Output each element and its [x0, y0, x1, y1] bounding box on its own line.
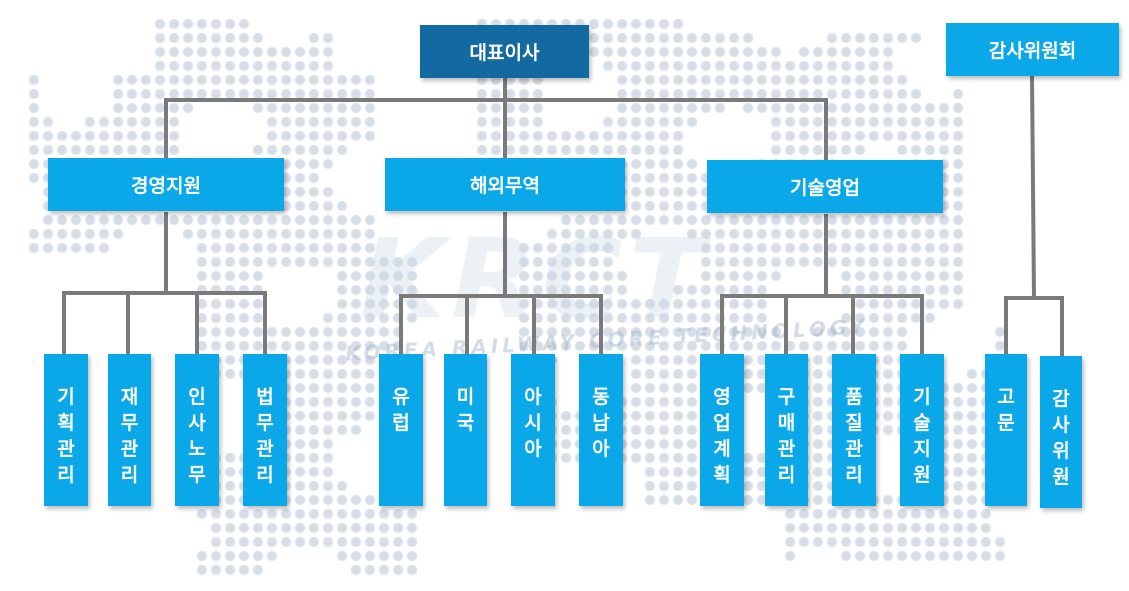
audit-committee-box: 감사위원회 [946, 23, 1119, 76]
division-overseas-trade: 해외무역 [385, 158, 625, 211]
division-technical-sales: 기술영업 [707, 160, 943, 213]
ceo-box: 대표이사 [420, 25, 589, 78]
krct-logo-watermark: KRCT [360, 215, 710, 343]
division-management-support: 경영지원 [48, 158, 284, 211]
